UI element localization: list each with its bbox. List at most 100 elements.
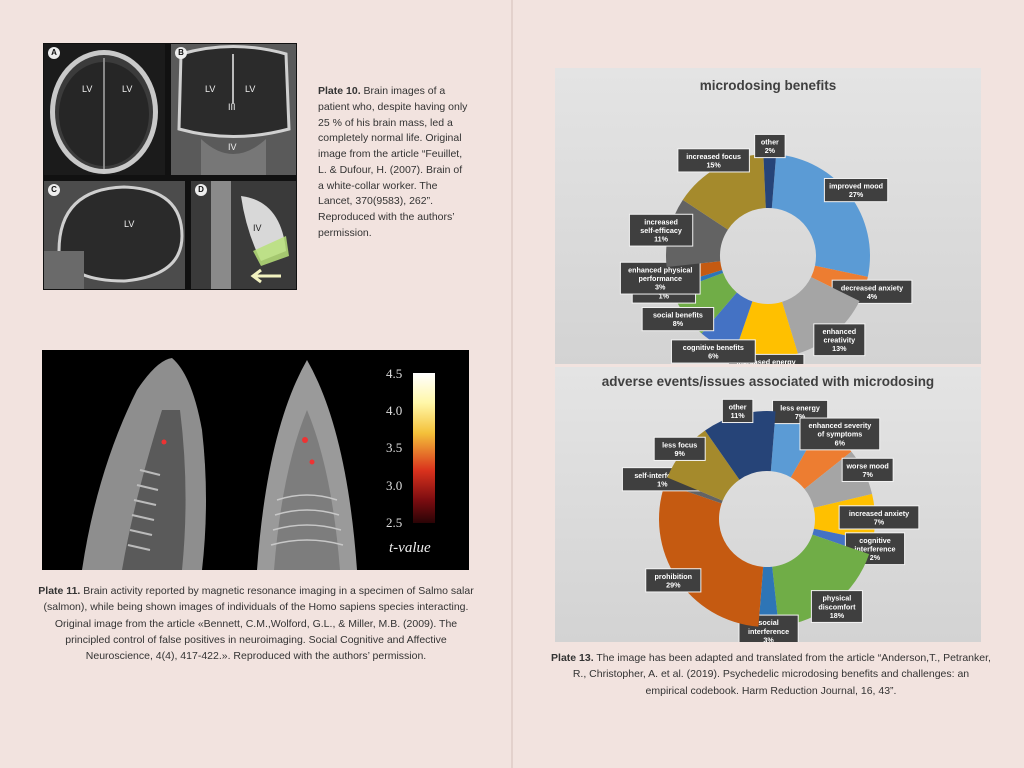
slice-name: prohibition [655,572,693,581]
label-box [841,457,894,482]
mri-panel-b: B LV LV III IV [171,44,296,175]
slice-value: 6% [708,352,719,361]
slice-value: 9% [674,449,685,458]
slice-value: 2% [870,553,881,562]
caption-title: Plate 10. [318,85,361,97]
plate-13-caption: Plate 13. The image has been adapted and… [551,650,991,699]
label-box [838,505,920,530]
slice-name: physical [823,594,852,603]
slice-value: 7% [874,518,885,527]
slice-label: increased energy10% [727,353,805,364]
label-lv: LV [124,219,135,229]
mri-panel-d: D IV [191,181,296,289]
label-iv: IV [228,142,237,152]
label-box [653,436,706,461]
slice-value: 15% [706,160,721,169]
slice-name: interference [854,545,895,554]
mri-scan-b [171,44,296,175]
donut-slice [667,430,740,501]
donut-slice [763,154,777,209]
slice-name: enhanced [823,327,857,336]
colorbar-tick: 2.5 [386,515,403,530]
slice-name: decreased anxiety [841,283,903,292]
colorbar-tick: 4.0 [386,403,403,418]
slice-value: 4% [867,292,878,301]
slice-name: creativity [824,336,856,345]
slice-value: 6% [835,438,846,447]
label-box [619,261,701,295]
brain-mri-figure: A LV LV B LV LV III IV C LV [43,43,297,290]
label-lv: LV [122,84,133,94]
chart-title: adverse events/issues associated with mi… [601,374,935,389]
slice-name: cognitive [859,536,891,545]
colorbar-tick: 3.5 [386,440,403,455]
label-box [641,307,715,332]
donut-slice [772,534,870,627]
colorbar-label: t-value [389,540,431,556]
slice-value: 18% [830,611,845,620]
mri-panel-a: A LV LV [44,44,165,175]
slice-name: increased focus [686,152,741,161]
caption-text: The image has been adapted and translate… [572,652,991,697]
chart-title: microdosing benefits [699,78,837,93]
slice-name: increased energy [737,357,796,364]
slice-name: interference [748,627,789,636]
slice-value: 1% [659,292,670,301]
slice-value: 29% [666,580,681,589]
adverse-events-chart: adverse events/issues associated with mi… [555,367,981,642]
mri-scan-d [191,181,296,289]
slice-name: social [758,618,778,627]
mri-scan-a [50,50,158,174]
mri-panel-c: C LV [44,181,185,289]
slice-name: less energy [780,403,820,412]
slice-name: less focus [662,440,697,449]
slice-name: social benefits [653,311,703,320]
book-gutter [511,0,513,768]
slice-name: cognitive benefits [683,343,744,352]
slice-name: self-efficacy [640,226,682,235]
slice-value: 1% [657,479,668,488]
slice-name: performance [638,274,682,283]
mri-scan-c [44,181,185,289]
caption-title: Plate 13. [551,652,594,664]
t-value-colorbar [413,373,435,523]
label-box [628,213,694,247]
donut-slice [682,154,766,230]
label-box [810,590,863,623]
slice-name: self-interference [634,471,690,480]
slice-name: discomfort [818,602,856,611]
caption-text: Brain activity reported by magnetic reso… [43,585,474,663]
salmon-scan-image [82,358,357,570]
donut-slice [701,292,753,353]
slice-name: improved mood [829,182,883,191]
label-box [727,353,805,364]
slice-name: other [729,402,747,411]
label-lv: LV [205,84,216,94]
slice-value: 13% [832,344,847,353]
slice-value: 11% [731,411,746,420]
slice-name: of symptoms [817,430,862,439]
slice-value: 2% [765,146,776,155]
slice-name: worse mood [845,461,888,470]
slice-name: enhanced severity [808,421,871,430]
label-box [670,339,756,364]
slice-value: 11% [654,235,669,244]
panel-tag-a: A [48,47,60,59]
colorbar-tick: 3.0 [386,478,403,493]
donut-slice [705,411,776,480]
label-box [721,398,754,424]
